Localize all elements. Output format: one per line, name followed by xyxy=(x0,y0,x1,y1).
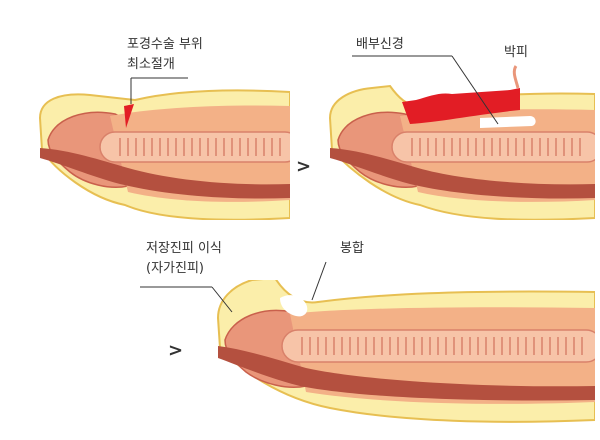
urethra-3 xyxy=(281,329,595,363)
peeled-skin xyxy=(480,116,536,128)
label-dorsal-nerve: 배부신경 xyxy=(356,37,404,52)
panel-nerve xyxy=(328,84,595,220)
urethra-ridges-2 xyxy=(411,138,581,156)
panel-incision xyxy=(38,89,290,220)
dermal-graft xyxy=(280,295,308,317)
label-suture: 봉합 xyxy=(340,241,364,256)
label-autologous-dermis: (자가진피) xyxy=(146,261,204,276)
peeled-strand xyxy=(512,65,520,89)
label-incision-site: 포경수술 부위 xyxy=(127,37,203,52)
dorsal-nerve xyxy=(402,88,520,124)
label-peeling: 박피 xyxy=(504,45,528,60)
panel-graft xyxy=(216,280,595,423)
urethra xyxy=(99,131,290,163)
urethra-ridges xyxy=(119,138,281,156)
urethra-ridges-3 xyxy=(301,337,583,355)
label-dermal-graft: 저장진피 이식 xyxy=(146,241,222,256)
step-arrow-2: > xyxy=(168,340,183,361)
label-minimal-incision: 최소절개 xyxy=(127,57,175,72)
shaft-band-2 xyxy=(330,148,595,199)
incision-mark xyxy=(124,104,134,128)
shaft-band xyxy=(40,148,290,199)
urethra-2 xyxy=(391,131,595,163)
shaft-band-3 xyxy=(218,346,595,401)
leader-nerve xyxy=(451,55,499,125)
leader-graft xyxy=(211,286,233,313)
step-arrow-1: > xyxy=(296,156,311,177)
leader-suture xyxy=(311,261,327,301)
